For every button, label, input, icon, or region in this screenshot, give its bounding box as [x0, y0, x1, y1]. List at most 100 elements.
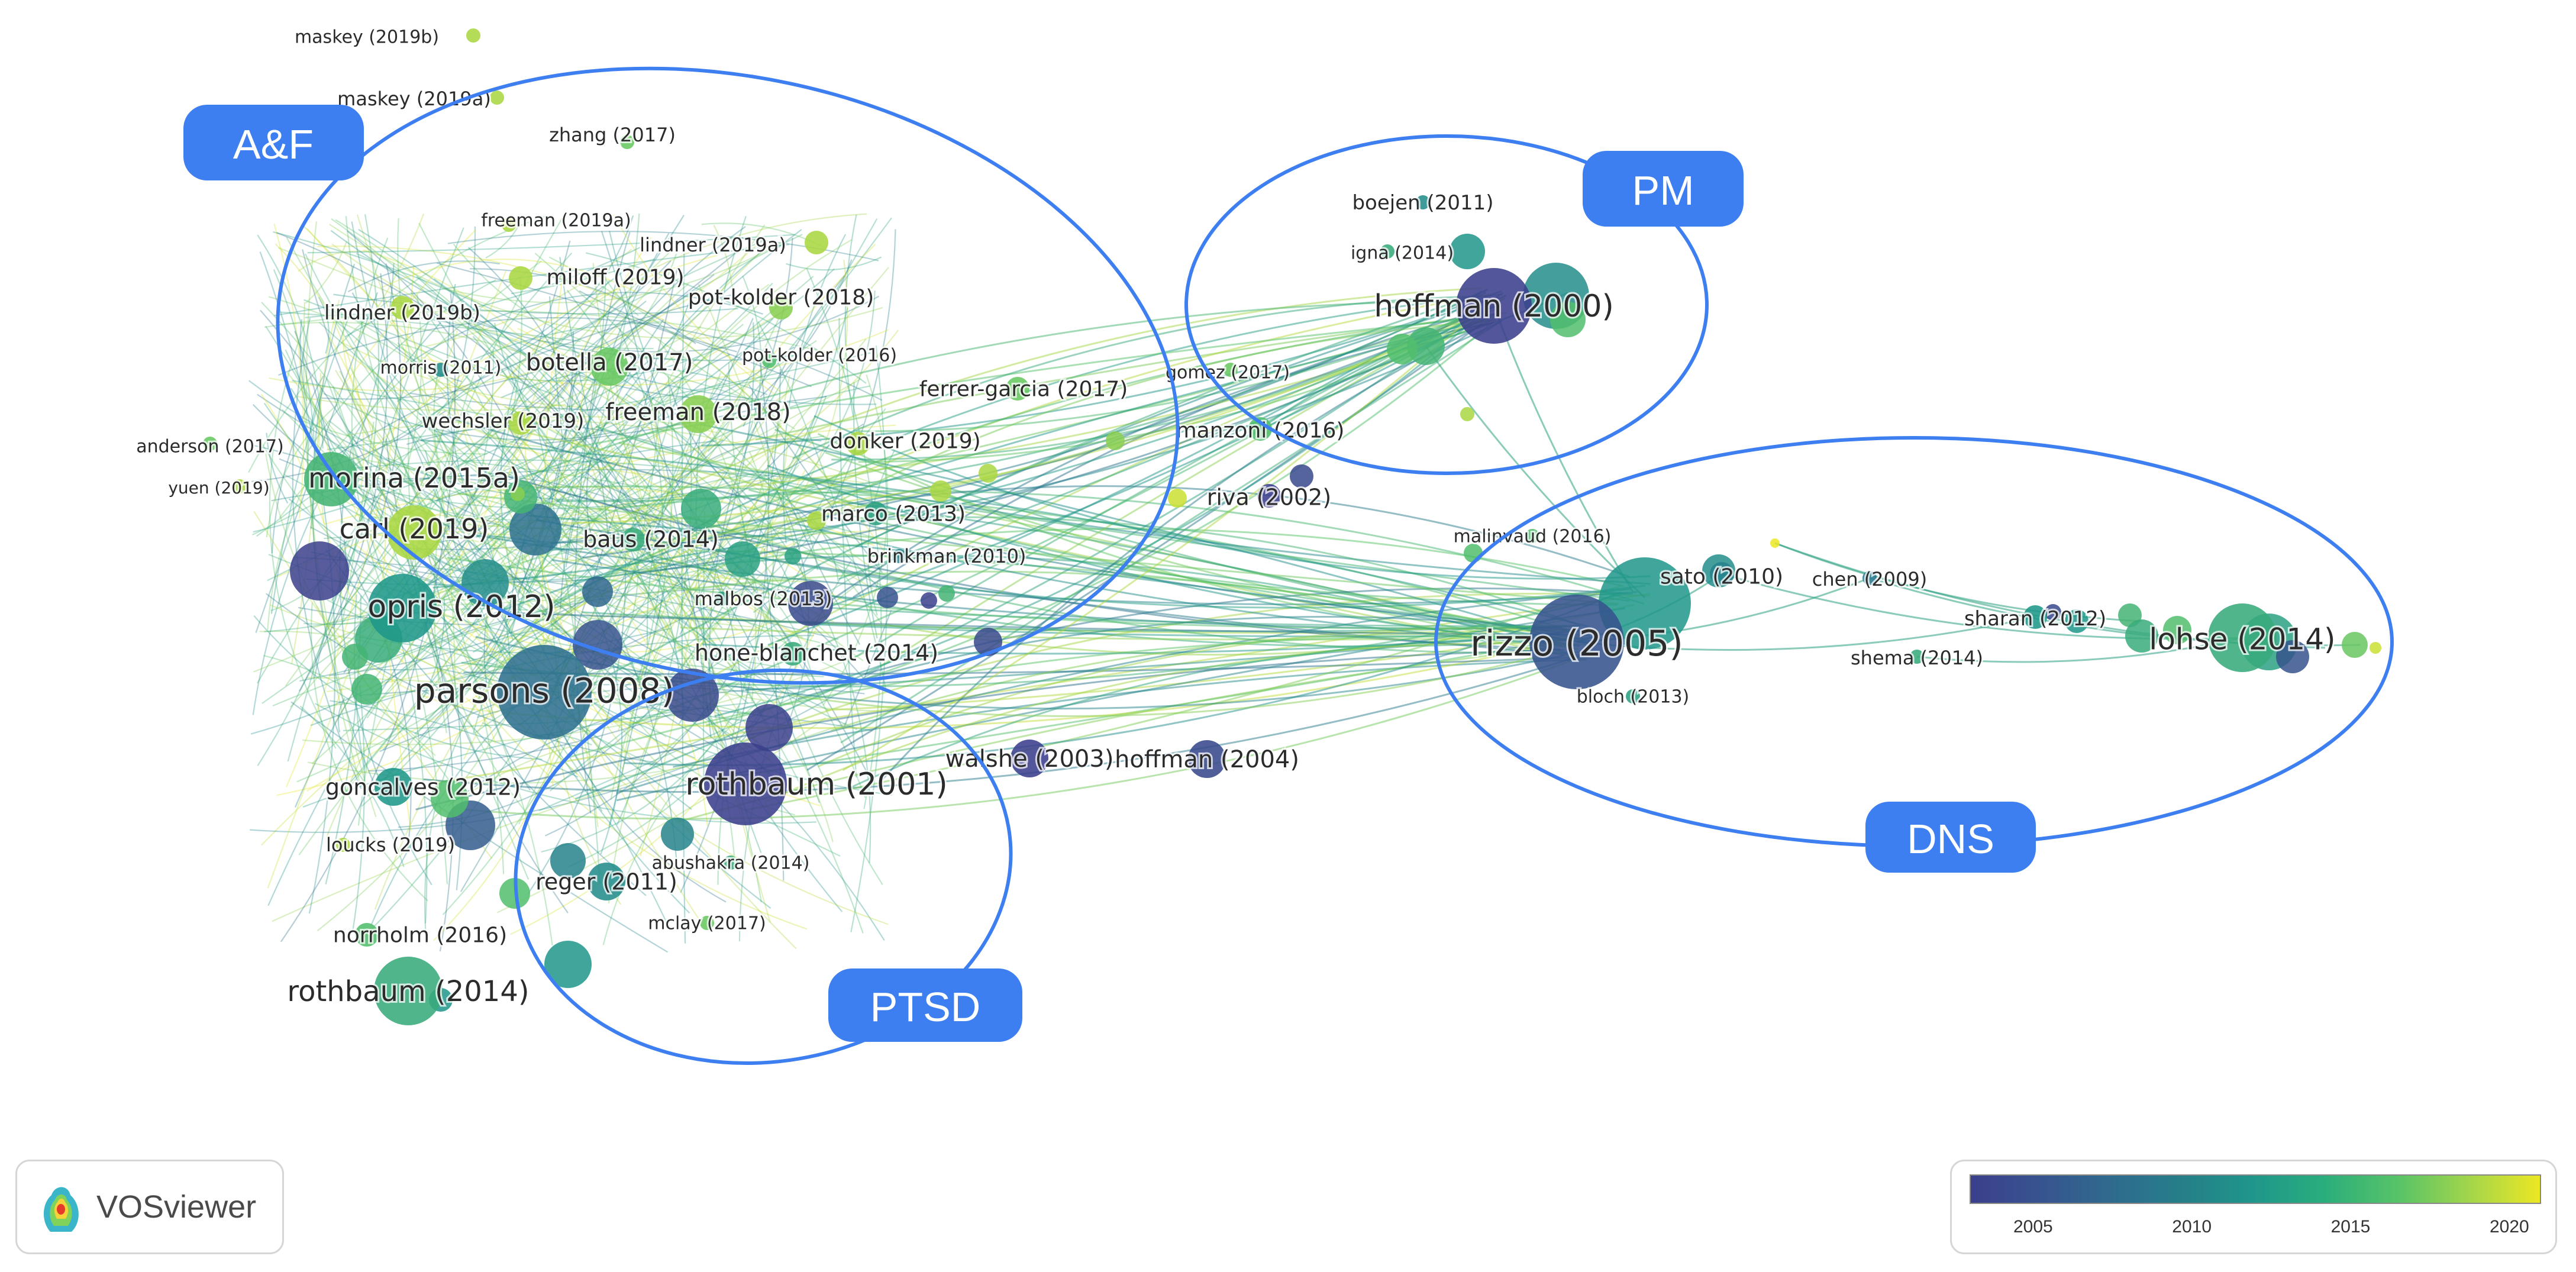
publication-bubble[interactable] [290, 541, 349, 601]
publication-node[interactable] [233, 479, 247, 493]
publication-node[interactable] [590, 348, 628, 386]
publication-bubble[interactable] [938, 585, 955, 602]
publication-node[interactable] [1910, 650, 1924, 664]
publication-node[interactable] [336, 838, 350, 852]
cluster-tag-pm[interactable]: PM [1583, 151, 1744, 227]
publication-bubble[interactable] [785, 548, 801, 564]
publication-node[interactable] [1188, 740, 1226, 778]
publication-node[interactable] [846, 432, 870, 456]
publication-node[interactable] [1006, 377, 1029, 401]
publication-node[interactable] [1257, 484, 1281, 508]
publication-bubble[interactable] [573, 620, 622, 670]
publication-node[interactable] [1011, 740, 1048, 777]
publication-bubble[interactable] [509, 503, 561, 556]
publication-bubble[interactable] [1168, 489, 1187, 508]
publication-bubble[interactable] [2342, 632, 2368, 658]
publication-bubble[interactable] [681, 489, 721, 529]
publication-node[interactable] [1626, 689, 1640, 703]
publication-bubble[interactable] [666, 669, 719, 722]
vosviewer-badge[interactable]: VOSviewer [15, 1160, 284, 1254]
publication-bubble[interactable] [788, 581, 833, 626]
publication-bubble[interactable] [2370, 642, 2381, 654]
publication-bubble[interactable] [1387, 334, 1418, 364]
publication-node[interactable] [724, 855, 738, 870]
publication-bubble[interactable] [544, 941, 592, 988]
publication-node[interactable] [769, 296, 793, 319]
publication-node[interactable] [502, 218, 516, 232]
publication-node[interactable] [805, 231, 828, 254]
publication-bubble[interactable] [661, 818, 694, 851]
publication-node[interactable] [1224, 363, 1238, 377]
publication-bubble[interactable] [2163, 616, 2191, 644]
cluster-tag-dns[interactable]: DNS [1865, 802, 2036, 873]
publication-bubble[interactable] [1599, 557, 1691, 650]
publication-node[interactable] [1862, 571, 1877, 585]
publication-node[interactable] [1416, 195, 1430, 209]
publication-node[interactable] [1529, 595, 1624, 689]
publication-node[interactable] [700, 916, 714, 930]
publication-bubble[interactable] [431, 780, 469, 818]
publication-bubble[interactable] [1450, 234, 1485, 269]
publication-bubble[interactable] [351, 674, 382, 705]
publication-bubble[interactable] [2276, 640, 2309, 673]
publication-bubble[interactable] [930, 480, 951, 502]
publication-node[interactable] [704, 742, 787, 825]
publication-bubble[interactable] [1407, 327, 1445, 365]
publication-node[interactable] [490, 91, 504, 105]
publication-node[interactable] [434, 363, 448, 377]
publication-node[interactable] [715, 592, 729, 606]
publication-bubble[interactable] [877, 587, 898, 608]
publication-node[interactable] [762, 354, 776, 368]
publication-node[interactable] [466, 28, 480, 43]
publication-node[interactable] [679, 395, 717, 433]
publication-bubble[interactable] [511, 487, 525, 501]
publication-node[interactable] [892, 549, 906, 563]
publication-node[interactable] [368, 574, 437, 643]
publication-bubble[interactable] [1290, 464, 1313, 488]
publication-node[interactable] [390, 296, 414, 319]
publication-node[interactable] [374, 957, 443, 1025]
publication-node[interactable] [587, 863, 625, 900]
publication-bubble[interactable] [725, 541, 760, 577]
nodes-layer[interactable] [203, 28, 2277, 1025]
publication-node[interactable] [304, 452, 359, 506]
publication-bubble[interactable] [745, 704, 793, 751]
cluster-tag-ptsd[interactable]: PTSD [828, 968, 1022, 1042]
publication-bubble[interactable] [921, 592, 937, 609]
publication-node[interactable] [1380, 244, 1394, 259]
publication-bubble[interactable] [807, 511, 826, 530]
publication-node[interactable] [1710, 562, 1734, 586]
cluster-tag-af[interactable]: A&F [183, 105, 364, 180]
publication-node[interactable] [621, 528, 645, 551]
publication-bubble[interactable] [582, 576, 613, 607]
publication-node[interactable] [620, 135, 634, 149]
publication-bubble[interactable] [979, 464, 998, 483]
publication-node[interactable] [2023, 605, 2047, 629]
publication-node[interactable] [1248, 417, 1272, 441]
publication-bubble[interactable] [2125, 619, 2158, 653]
publication-node[interactable] [375, 768, 412, 806]
publication-node[interactable] [509, 266, 532, 290]
publication-bubble[interactable] [1550, 302, 1586, 337]
publication-node[interactable] [1456, 268, 1532, 344]
publication-bubble[interactable] [2065, 609, 2088, 633]
citation-edge [814, 415, 1651, 580]
publication-bubble[interactable] [342, 644, 368, 670]
publication-node[interactable] [509, 411, 532, 435]
publication-node[interactable] [355, 923, 379, 947]
publication-bubble[interactable] [1460, 407, 1474, 421]
publication-bubble[interactable] [550, 843, 586, 879]
publication-node[interactable] [781, 642, 805, 666]
publication-node[interactable] [2208, 603, 2277, 672]
publication-node[interactable] [1525, 529, 1539, 543]
publication-node[interactable] [497, 645, 592, 740]
citation-edge [298, 250, 368, 272]
publication-bubble[interactable] [1770, 538, 1780, 548]
publication-bubble[interactable] [1106, 431, 1125, 450]
publication-node[interactable] [203, 437, 217, 451]
publication-node[interactable] [864, 502, 887, 525]
publication-bubble[interactable] [2045, 604, 2061, 621]
citation-edge [664, 396, 741, 508]
